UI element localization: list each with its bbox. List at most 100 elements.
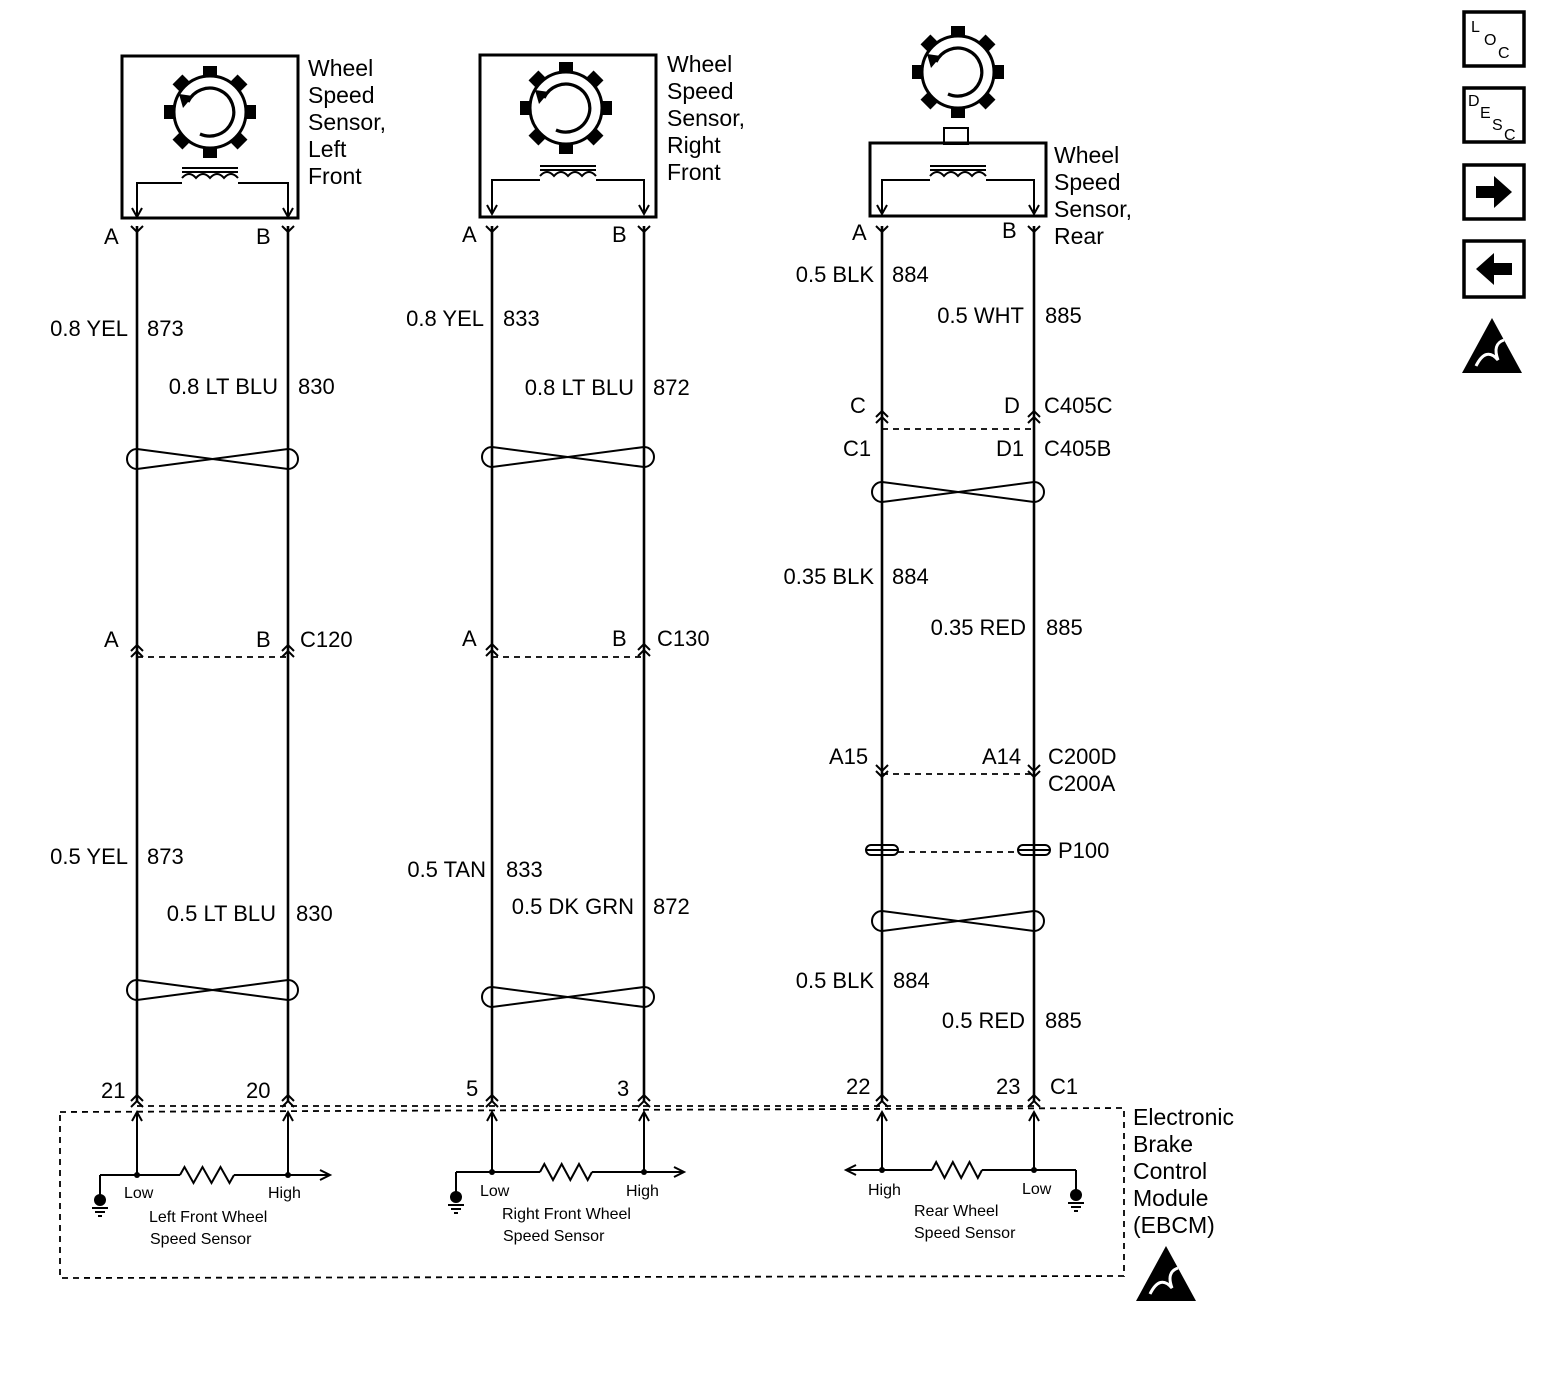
sensor-lead [596, 179, 645, 214]
wire-color-label: 0.35 RED [931, 615, 1026, 640]
c130-pin-a: A [462, 626, 477, 651]
gear-icon [518, 60, 614, 156]
esd-warning-icon [1462, 318, 1522, 373]
arrowhead-mark [319, 1169, 333, 1181]
wire-color-label: 0.5 BLK [796, 262, 875, 287]
lf-high-label: High [268, 1185, 301, 1202]
c405c-name: C405C [1044, 393, 1113, 418]
ground-icon [448, 1204, 464, 1214]
c1-pin-label: 20 [246, 1078, 270, 1103]
gear-icon [910, 24, 1006, 120]
c200a-name: C200A [1048, 771, 1116, 796]
ground-icon [94, 1194, 106, 1206]
wire-color-label: 0.8 LT BLU [169, 374, 278, 399]
twisted-pair-icon [481, 445, 655, 469]
arrowhead-mark [638, 204, 650, 217]
c130-pin-b: B [612, 626, 627, 651]
connector-chevron [1027, 764, 1041, 779]
connector-chevron [485, 642, 499, 657]
circuit-number-label: 873 [147, 316, 184, 341]
terminal-mark [1027, 225, 1041, 234]
c120-pin-a: A [104, 627, 119, 652]
c130-name: C130 [657, 626, 710, 651]
svg-text:C: C [1498, 45, 1510, 62]
connector-chevron [1027, 409, 1041, 424]
c120-pin-b: B [256, 627, 271, 652]
circuit-number-label: 884 [892, 564, 929, 589]
circuit-number-label: 833 [503, 306, 540, 331]
connector-chevron [281, 1093, 295, 1108]
twisted-pair-icon [871, 909, 1045, 933]
c405c-pin-b: D [1004, 393, 1020, 418]
left-arrow-icon [1476, 253, 1512, 285]
connector-chevron [637, 642, 651, 657]
c1-pin-label: 23 [996, 1074, 1020, 1099]
arrowhead-mark [843, 1164, 857, 1176]
next-page-button[interactable] [1462, 163, 1526, 221]
circuit-number-label: 830 [298, 374, 335, 399]
left-front-sensor-title: Wheel Speed Sensor, Left Front [308, 55, 392, 189]
arrowhead-mark [1028, 204, 1040, 217]
svg-text:S: S [1492, 117, 1503, 134]
c120-name: C120 [300, 627, 353, 652]
sensor-lead [238, 182, 289, 217]
right-arrow-icon [1476, 176, 1512, 208]
esd-warning-icon [1136, 1246, 1196, 1301]
connector-chevron [130, 1093, 144, 1108]
ground-icon [1068, 1202, 1084, 1212]
terminal-mark [130, 225, 144, 234]
terminal-mark [485, 225, 499, 234]
right-front-sensor-title: Wheel Speed Sensor, Right Front [667, 51, 751, 185]
rear-sensor-stem [943, 127, 969, 145]
ebcm-module-box [59, 1107, 1125, 1279]
wire-color-label: 0.5 DK GRN [512, 894, 634, 919]
wire-color-label: 0.8 YEL [50, 316, 128, 341]
connector-chevron [875, 764, 889, 779]
arrowhead-mark [131, 207, 143, 220]
loc-button[interactable]: L O C [1462, 10, 1526, 68]
wire-color-label: 0.8 YEL [406, 306, 484, 331]
twisted-pair-icon [481, 985, 655, 1009]
rf-high-label: High [626, 1183, 659, 1200]
twisted-pair-icon [126, 447, 299, 471]
rf-sensor-pin-b: B [612, 222, 627, 247]
circuit-number-label: 885 [1045, 303, 1082, 328]
lf-module-sensor-label: Left Front Wheel Speed Sensor [149, 1209, 272, 1248]
arrowhead-mark [486, 204, 498, 217]
svg-text:L: L [1471, 19, 1480, 36]
previous-page-button[interactable] [1462, 239, 1526, 299]
c1-pin-label: 22 [846, 1074, 870, 1099]
c1-pin-label: 3 [617, 1076, 629, 1101]
wire-color-label: 0.5 YEL [50, 844, 128, 869]
desc-button[interactable]: D E S C [1462, 86, 1526, 144]
circuit-number-label: 885 [1045, 1008, 1082, 1033]
wire-color-label: 0.5 BLK [796, 968, 875, 993]
wire-color-label: 0.5 RED [942, 1008, 1025, 1033]
rf-module-sensor-label: Right Front Wheel Speed Sensor [502, 1206, 635, 1245]
circuit-number-label: 833 [506, 857, 543, 882]
c200d-pin-a: A15 [829, 744, 868, 769]
rear-module-sensor-label: Rear Wheel Speed Sensor [914, 1203, 1016, 1242]
svg-text:O: O [1484, 32, 1496, 49]
connector-chevron [130, 643, 144, 658]
resistor-icon [931, 1159, 983, 1181]
lf-sensor-pin-b: B [256, 224, 271, 249]
rf-low-label: Low [480, 1183, 510, 1200]
arrowhead-mark [673, 1166, 687, 1178]
ebcm-title: Electronic Brake Control Module (EBCM) [1133, 1104, 1240, 1238]
ground-icon [1070, 1189, 1082, 1201]
connector-chevron [485, 1093, 499, 1108]
rear-sensor-pin-a: A [852, 220, 867, 245]
c405b-name: C405B [1044, 436, 1111, 461]
arrowhead-mark [131, 1109, 143, 1122]
ground-icon [450, 1191, 462, 1203]
circuit-number-label: 873 [147, 844, 184, 869]
wire-color-label: 0.35 BLK [783, 564, 874, 589]
lf-sensor-pin-a: A [104, 224, 119, 249]
resistor-icon [179, 1164, 235, 1186]
rear-sensor-title: Wheel Speed Sensor, Rear [1054, 142, 1138, 249]
rf-sensor-pin-a: A [462, 222, 477, 247]
arrowhead-mark [638, 1109, 650, 1122]
arrowhead-mark [876, 1109, 888, 1122]
